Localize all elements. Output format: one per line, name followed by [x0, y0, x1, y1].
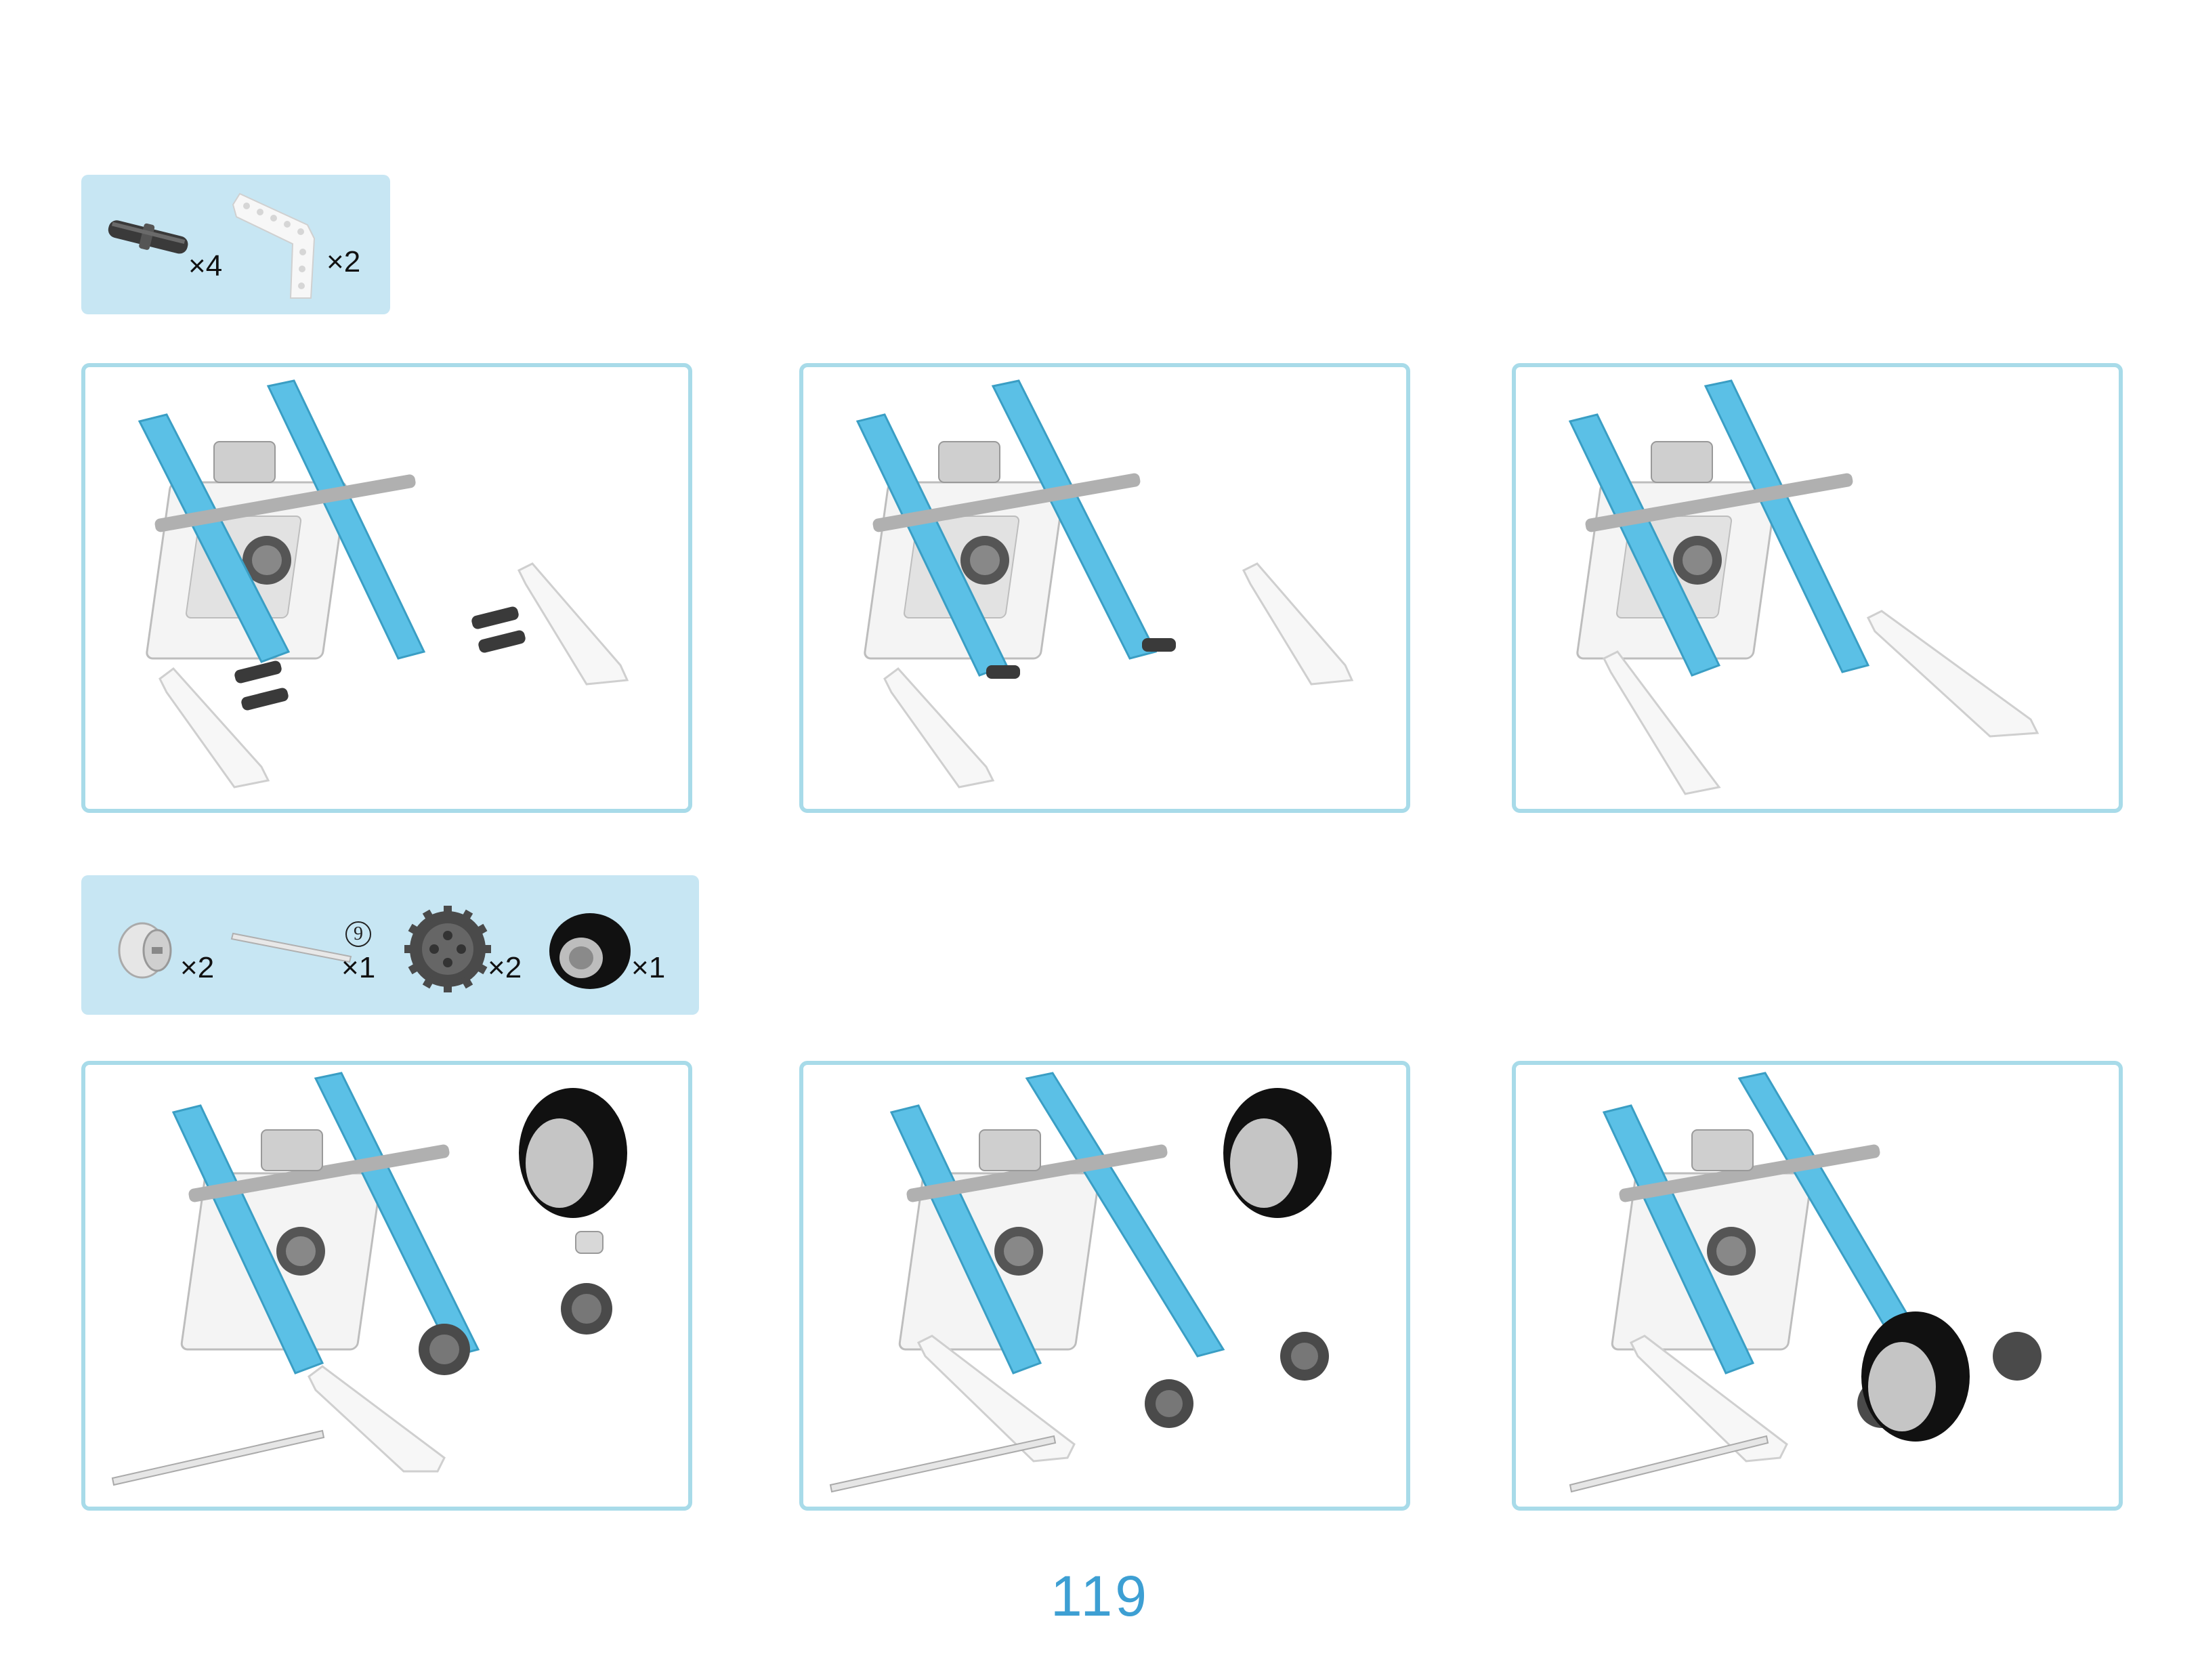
assembly-step-1	[81, 363, 692, 813]
bushing-icon	[108, 913, 183, 988]
chassis-illustration	[1516, 1065, 2123, 1511]
parts-list-box-2: ×2 9 ×1 ×2 ×1	[81, 875, 699, 1015]
wheel-icon	[546, 909, 634, 997]
assembly-step-3	[1512, 363, 2123, 813]
white-bent-beam-icon	[226, 184, 328, 299]
page-number: 119	[0, 1563, 2200, 1629]
black-connector-pin-icon	[100, 209, 202, 270]
parts-list-box-1: ×4 ×2	[81, 175, 390, 314]
wheel-quantity: ×1	[631, 951, 665, 985]
assembly-step-2	[799, 363, 1410, 813]
chassis-illustration	[85, 1065, 692, 1511]
chassis-illustration	[1516, 367, 2123, 813]
assembly-step-6	[1512, 1061, 2123, 1511]
axle-quantity: ×1	[341, 951, 375, 985]
chassis-illustration	[803, 367, 1410, 813]
chassis-illustration	[803, 1065, 1410, 1511]
gear-quantity: ×2	[488, 951, 522, 985]
axle-icon	[229, 927, 358, 967]
chassis-illustration	[85, 367, 692, 813]
gear-icon	[404, 905, 492, 993]
pin-quantity: ×4	[188, 249, 222, 283]
assembly-step-5	[799, 1061, 1410, 1511]
axle-length-badge: 9	[345, 921, 371, 947]
bushing-quantity: ×2	[180, 951, 214, 985]
assembly-step-4	[81, 1061, 692, 1511]
bent-beam-quantity: ×2	[326, 245, 360, 279]
